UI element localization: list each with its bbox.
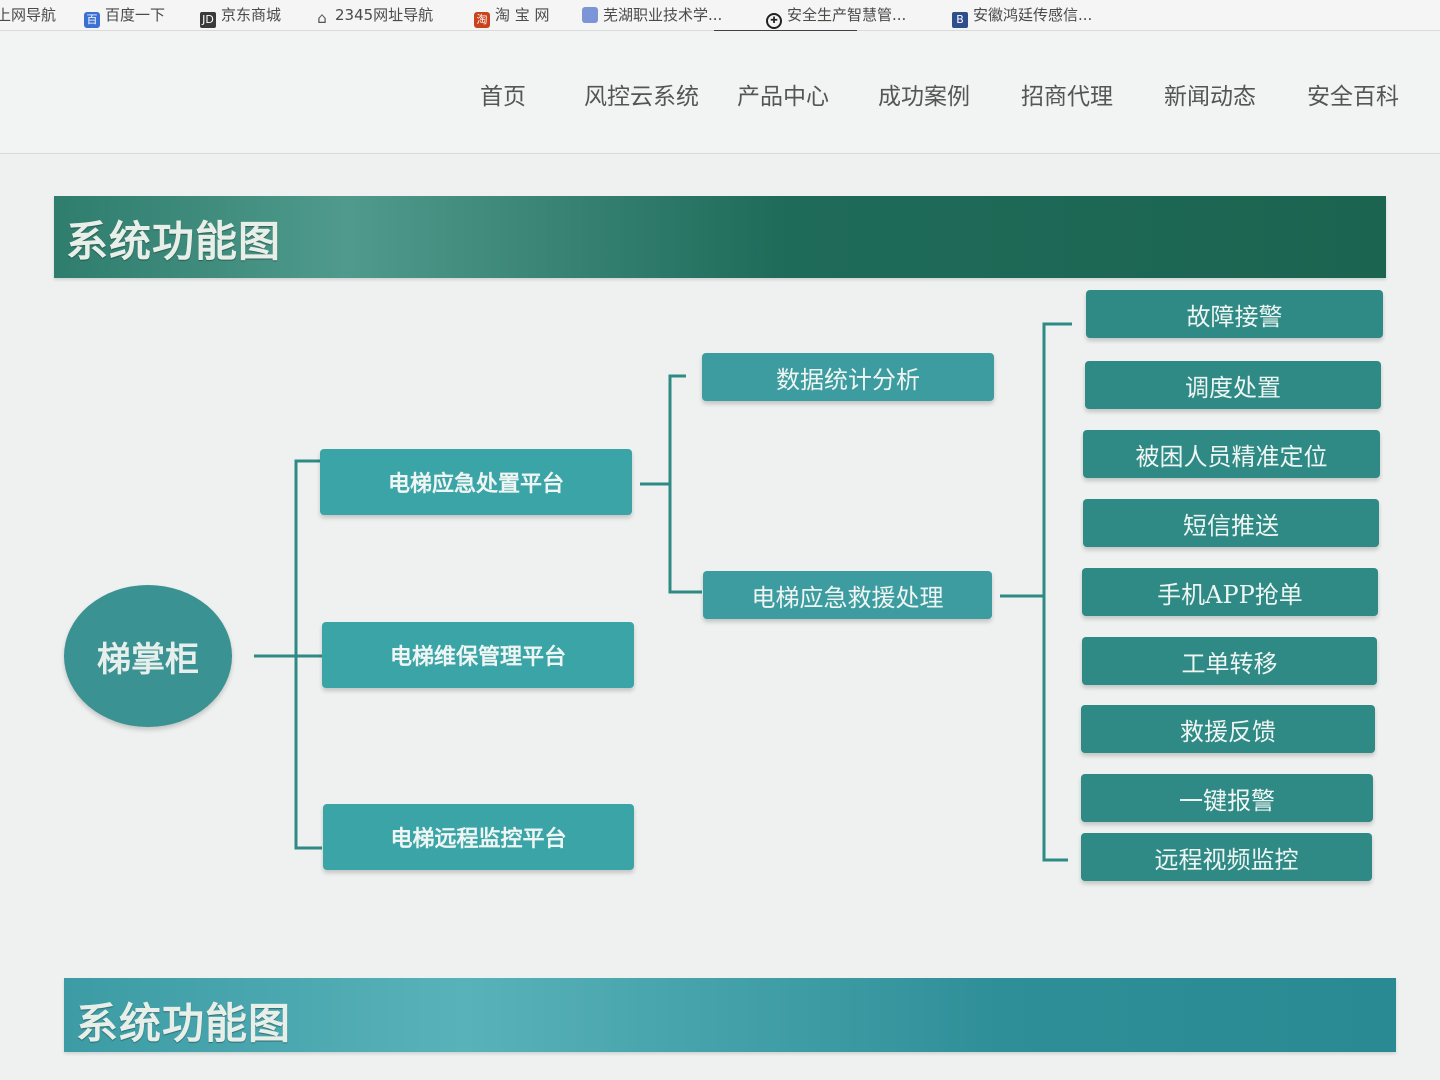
- section-title-2: 系统功能图: [76, 999, 292, 1048]
- section-banner-2: 系统功能图: [64, 978, 1396, 1052]
- baidu-icon: 百: [84, 12, 100, 28]
- leaf-node: 远程视频监控: [1081, 833, 1372, 881]
- leaf-node: 一键报警: [1081, 774, 1373, 822]
- leaf-node: 救援反馈: [1081, 705, 1375, 753]
- nav-cases[interactable]: 成功案例: [878, 84, 970, 110]
- nav-agency[interactable]: 招商代理: [1021, 84, 1113, 110]
- site-header: 首页 风控云系统 产品中心 成功案例 招商代理 新闻动态 安全百科: [0, 31, 1440, 154]
- connector-mid: [668, 374, 702, 594]
- bookmark-anhui[interactable]: B 安徽鸿廷传感信...: [952, 4, 1093, 28]
- bookmark-baidu[interactable]: 百百度一下: [84, 4, 166, 28]
- bookmark-nav[interactable]: 上网导航: [0, 4, 56, 26]
- jd-icon: JD: [200, 12, 216, 28]
- section-banner: 系统功能图: [54, 196, 1386, 278]
- mid-node-rescue: 电梯应急救援处理: [703, 571, 992, 619]
- platform-node-maintenance: 电梯维保管理平台: [322, 622, 634, 688]
- bookmark-jd[interactable]: JD 京东商城: [200, 4, 282, 28]
- taobao-icon: 淘: [474, 12, 490, 28]
- bookmark-taobao[interactable]: 淘淘 宝 网: [474, 4, 550, 28]
- leaf-node: 被困人员精准定位: [1083, 430, 1380, 478]
- mid-node-statistics: 数据统计分析: [702, 353, 994, 401]
- bookmark-label: 京东商城: [221, 6, 282, 24]
- bookmarks-bar: 上网导航 百百度一下 JD 京东商城 ⌂ 2345网址导航 淘淘 宝 网 芜湖职业技…: [0, 0, 1440, 31]
- bookmark-2345[interactable]: ⌂ 2345网址导航: [314, 4, 433, 26]
- house-icon: ⌂: [317, 9, 327, 27]
- bookmark-label: 2345网址导航: [335, 6, 434, 24]
- bookmark-label: 安徽鸿廷传感信...: [973, 6, 1093, 24]
- leaf-node: 故障接警: [1086, 290, 1383, 338]
- nav-safety-wiki[interactable]: 安全百科: [1307, 84, 1399, 110]
- bookmark-label: 上网导航: [0, 6, 57, 24]
- leaf-node: 工单转移: [1082, 637, 1377, 685]
- bookmark-safety[interactable]: ✚ 安全生产智慧管...: [766, 4, 907, 29]
- school-icon: [582, 7, 598, 23]
- leaf-node: 调度处置: [1085, 361, 1381, 409]
- nav-home[interactable]: 首页: [480, 84, 526, 110]
- leaf-node: 手机APP抢单: [1082, 568, 1378, 616]
- nav-risk-cloud[interactable]: 风控云系统: [584, 84, 699, 110]
- leaf-node: 短信推送: [1083, 499, 1379, 547]
- bookmark-label: 芜湖职业技术学...: [603, 6, 723, 24]
- anhui-icon: B: [952, 12, 968, 28]
- platform-node-emergency: 电梯应急处置平台: [320, 449, 632, 515]
- bookmark-label: 百度一下: [105, 6, 166, 24]
- platform-node-monitoring: 电梯远程监控平台: [323, 804, 634, 870]
- bookmark-label: 淘 宝 网: [495, 6, 550, 24]
- section-title: 系统功能图: [66, 217, 282, 266]
- nav-news[interactable]: 新闻动态: [1164, 84, 1256, 110]
- bookmark-school[interactable]: 芜湖职业技术学...: [582, 4, 722, 26]
- diagram-root-node: 梯掌柜: [64, 585, 232, 727]
- nav-products[interactable]: 产品中心: [737, 84, 829, 110]
- connector-leaves: [1042, 322, 1072, 862]
- bookmark-label: 安全生产智慧管...: [787, 6, 907, 24]
- safety-icon: ✚: [766, 13, 782, 29]
